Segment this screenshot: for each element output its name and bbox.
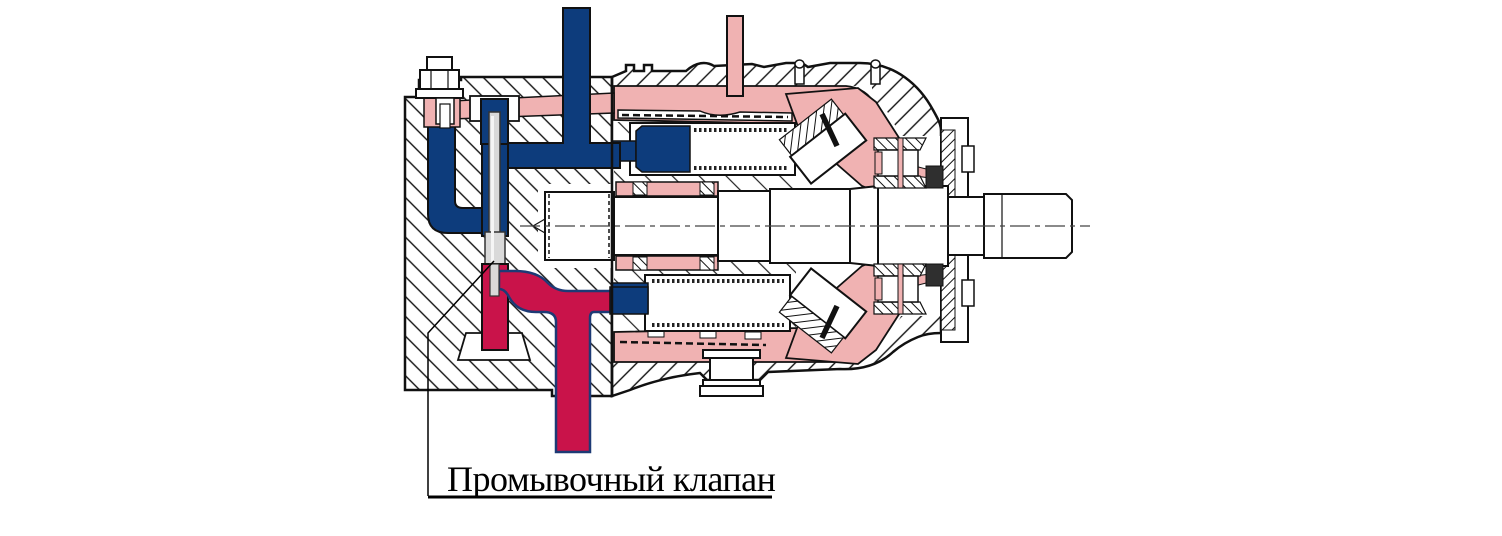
piston-top bbox=[635, 125, 691, 173]
shaft-seal-bottom bbox=[925, 263, 944, 287]
label-leader-line bbox=[427, 260, 495, 496]
pressure-line bbox=[456, 263, 619, 454]
bearing-top bbox=[873, 137, 927, 189]
cylinders bbox=[611, 122, 796, 332]
cylinder-bore-bottom bbox=[644, 274, 791, 332]
piston-feed-connector bbox=[609, 286, 649, 315]
swash-roller-bottom bbox=[778, 267, 868, 354]
bleed-screw bbox=[415, 56, 464, 129]
flushing-valve-label: Промывочный клапан bbox=[447, 459, 776, 499]
valve-pin-bottom bbox=[489, 263, 500, 297]
drain-plug bbox=[699, 349, 764, 397]
swash-roller-top bbox=[778, 98, 868, 185]
housing-pins bbox=[794, 59, 881, 85]
shaft-seal-top bbox=[925, 165, 944, 189]
shaft-bushings bbox=[615, 181, 719, 271]
case-drain-pipe bbox=[726, 15, 744, 97]
suction-port-pipe bbox=[504, 7, 621, 169]
spring-pin-bottom bbox=[819, 304, 840, 340]
spring-pin-top bbox=[819, 112, 840, 148]
pressure-port-pipe bbox=[497, 269, 619, 454]
bearing-bottom bbox=[873, 263, 927, 315]
piston-springs bbox=[652, 128, 788, 327]
